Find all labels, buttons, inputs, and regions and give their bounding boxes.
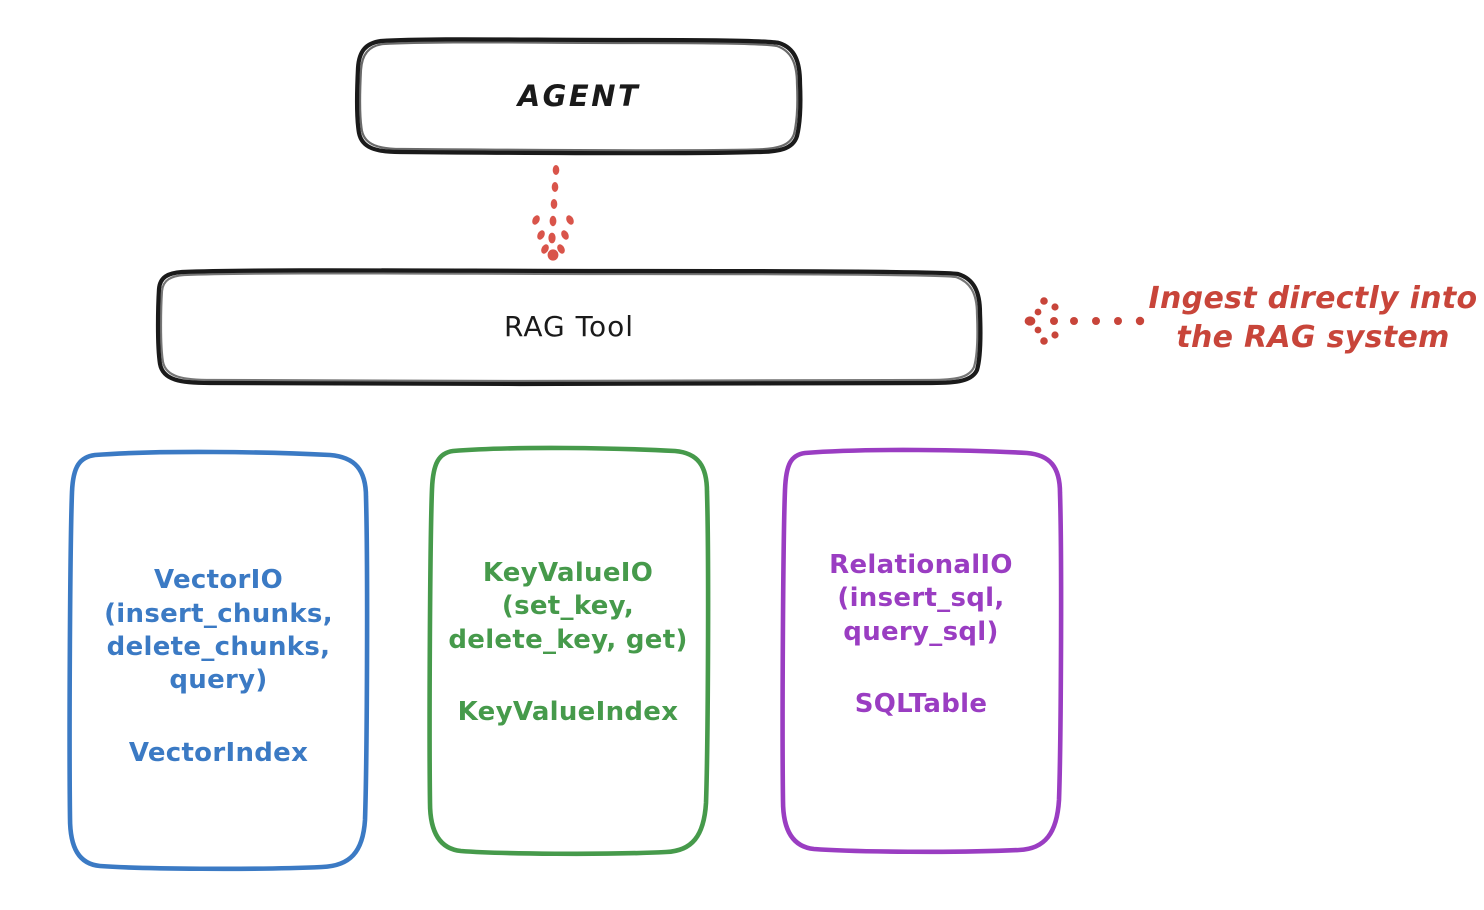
keyvalueio-index-label: KeyValueIndex	[457, 696, 679, 727]
agent-label: AGENT	[517, 78, 641, 113]
rag-tool-node[interactable]: RAG Tool	[158, 271, 980, 383]
relationalio-label: RelationalIO (insert_sql, query_sql)	[829, 550, 1013, 647]
relationalio-content: RelationalIO (insert_sql, query_sql) SQL…	[829, 549, 1013, 719]
agent-node[interactable]: AGENT	[358, 40, 800, 153]
vectorio-label: VectorIO (insert_chunks, delete_chunks, …	[104, 565, 333, 696]
keyvalueio-node[interactable]: KeyValueIO (set_key, delete_key, get) Ke…	[429, 447, 707, 853]
agent-box-outline	[354, 37, 803, 156]
rag-tool-label: RAG Tool	[504, 309, 634, 343]
vectorio-index-label: VectorIndex	[128, 737, 309, 768]
vectorio-content: VectorIO (insert_chunks, delete_chunks, …	[104, 564, 333, 767]
rag-tool-box-outline	[155, 268, 983, 387]
relationalio-box-outline	[780, 447, 1064, 855]
ingest-to-rag-tool-connector	[1024, 297, 1145, 345]
ingest-annotation: Ingest directly into the RAG system	[1148, 281, 1478, 355]
relationalio-table-label: SQLTable	[854, 688, 988, 719]
keyvalueio-content: KeyValueIO (set_key, delete_key, get) Ke…	[448, 557, 687, 727]
keyvalueio-box-outline	[427, 445, 711, 857]
vectorio-box-outline	[67, 449, 370, 872]
relationalio-node[interactable]: RelationalIO (insert_sql, query_sql) SQL…	[781, 449, 1061, 851]
agent-to-rag-tool-connector	[532, 165, 574, 261]
keyvalueio-label: KeyValueIO (set_key, delete_key, get)	[448, 558, 688, 655]
vectorio-node[interactable]: VectorIO (insert_chunks, delete_chunks, …	[70, 451, 367, 869]
